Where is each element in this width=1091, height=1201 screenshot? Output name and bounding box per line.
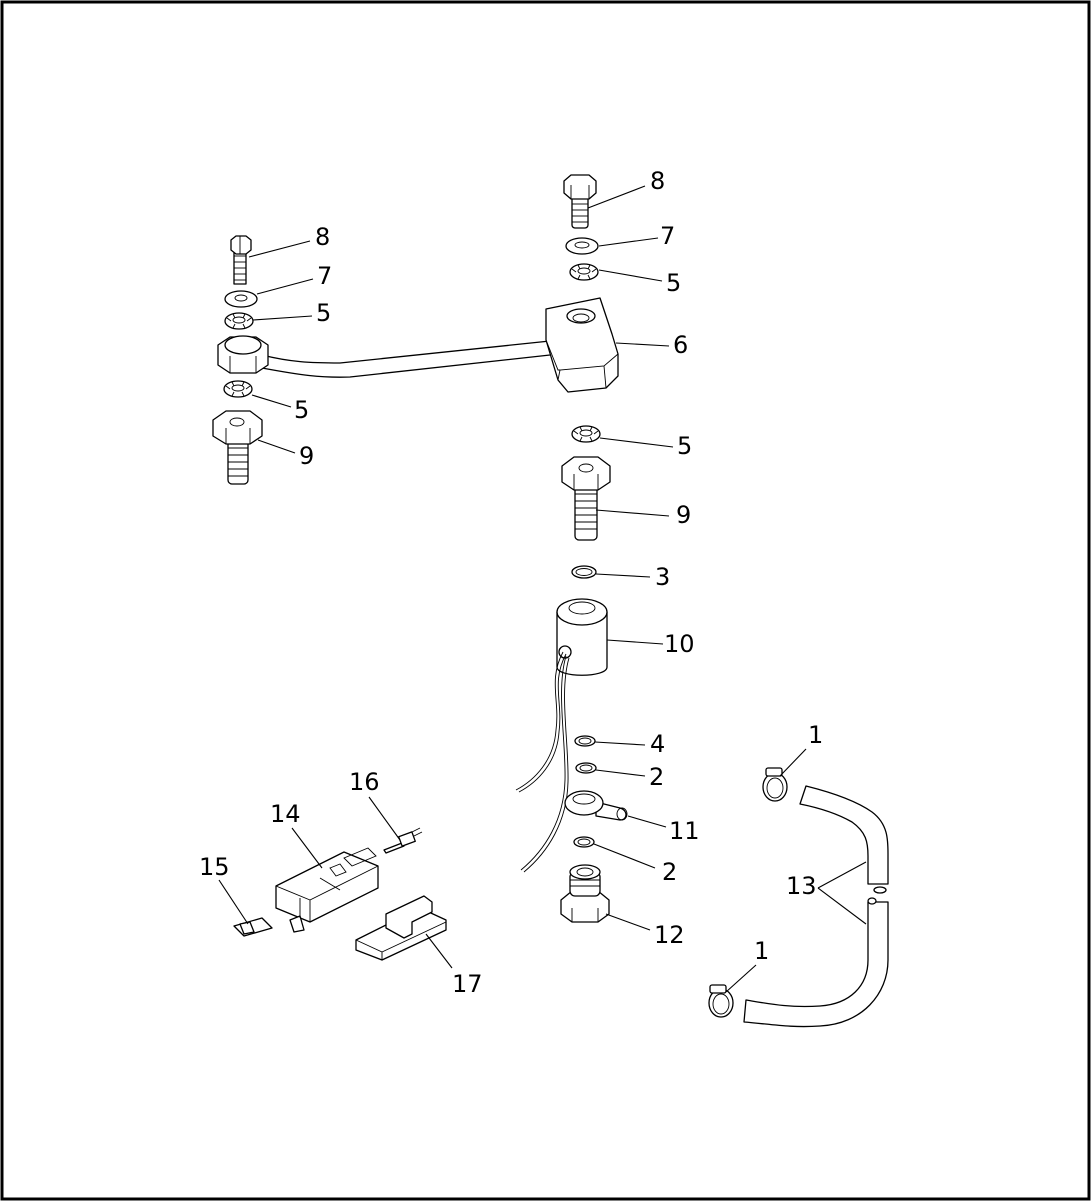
part-banjo-bolt-left — [212, 410, 263, 485]
part-terminal-lock-15 — [233, 917, 273, 937]
callout-7-right: 7 — [660, 222, 675, 250]
part-seal-washer-3 — [571, 565, 597, 579]
part-bolt-small-left — [230, 235, 252, 285]
callout-12: 12 — [654, 921, 685, 949]
callout-6: 6 — [673, 331, 688, 359]
callout-7-left: 7 — [317, 262, 332, 290]
part-lock-washer-left-bottom — [223, 380, 253, 398]
callout-11: 11 — [669, 817, 700, 845]
leader-lines — [218, 185, 867, 993]
part-connector-housing-14 — [275, 847, 379, 933]
callout-3: 3 — [655, 563, 670, 591]
callout-10: 10 — [664, 630, 695, 658]
callout-5-right-middle: 5 — [677, 432, 692, 460]
part-flat-washer-left — [224, 290, 258, 308]
part-lock-washer-left-top — [224, 312, 254, 330]
callout-4: 4 — [650, 730, 665, 758]
part-banjo-fitting-left — [217, 335, 269, 374]
callout-5-right-top: 5 — [666, 269, 681, 297]
part-o-ring-4 — [574, 735, 596, 747]
part-hose-fitting-11 — [564, 790, 628, 821]
part-solenoid-10 — [556, 598, 608, 676]
callout-14: 14 — [270, 800, 301, 828]
part-solenoid-wires — [515, 651, 570, 873]
part-washer-2-top — [575, 762, 597, 774]
part-bolt-right — [563, 174, 597, 229]
part-hose-clamp-bottom — [708, 984, 734, 1018]
part-hose-clamp-top — [762, 767, 788, 802]
callout-8-left: 8 — [315, 223, 330, 251]
part-adapter-12 — [560, 864, 610, 923]
callout-2-top: 2 — [649, 763, 664, 791]
part-mount-block-6 — [545, 297, 619, 393]
part-flat-washer-right — [565, 237, 599, 255]
part-washer-2-bottom — [573, 836, 595, 848]
callout-1-top: 1 — [808, 721, 823, 749]
callout-5-left-bottom: 5 — [294, 396, 309, 424]
callout-1-bottom: 1 — [754, 937, 769, 965]
callout-9-left: 9 — [299, 442, 314, 470]
part-terminal-16 — [383, 827, 423, 854]
callout-5-left-top: 5 — [316, 299, 331, 327]
callout-17: 17 — [452, 970, 483, 998]
callout-13: 13 — [786, 872, 817, 900]
callout-2-bottom: 2 — [662, 858, 677, 886]
part-lock-washer-right-top — [569, 263, 599, 281]
part-mounting-clip-17 — [355, 895, 447, 961]
callout-8-right: 8 — [650, 167, 665, 195]
part-lock-washer-right-middle — [571, 425, 601, 443]
callout-labels: 8 7 5 5 9 8 7 5 6 5 9 3 10 4 2 11 2 12 1… — [199, 167, 823, 998]
part-banjo-bolt-right — [561, 456, 611, 541]
callout-16: 16 — [349, 768, 380, 796]
callout-9-right: 9 — [676, 501, 691, 529]
callout-15: 15 — [199, 853, 230, 881]
part-hose-13 — [743, 785, 889, 1028]
